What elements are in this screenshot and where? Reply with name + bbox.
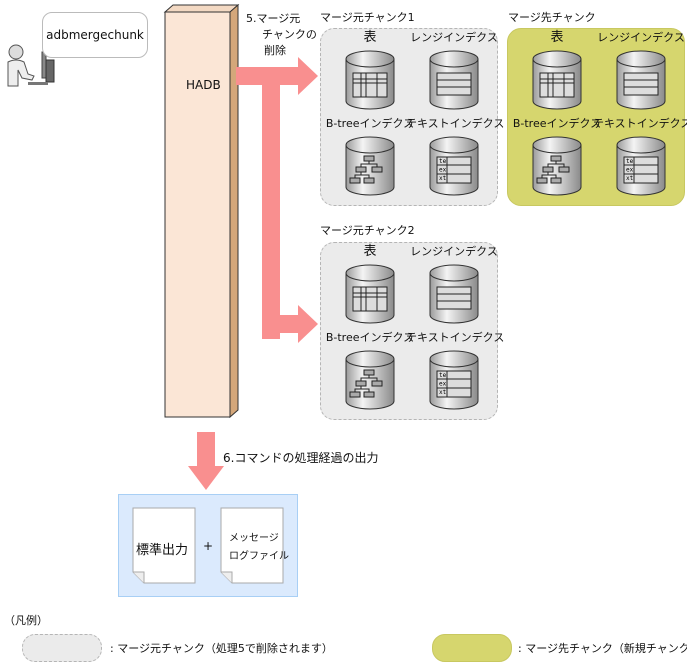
source-chunk-1-title: マージ元チャンク1 — [320, 11, 415, 24]
step5-line3: 削除 — [264, 44, 286, 57]
table-cylinder-icon — [345, 50, 395, 110]
step5-line2: チャンクの — [262, 28, 317, 41]
text-index-cell: ex — [626, 167, 634, 174]
text-index-cell: xt — [626, 175, 634, 182]
range-index-label: レンジインデクス — [410, 31, 498, 44]
text-index-cell: xt — [439, 175, 447, 182]
arrow-shaft-bottom — [262, 315, 300, 333]
hadb-block — [163, 4, 240, 419]
table-label: 表 — [550, 30, 564, 45]
btree-index-cylinder-icon — [345, 350, 395, 410]
btree-index-cylinder-icon — [532, 136, 582, 196]
table-label: 表 — [363, 30, 377, 45]
delete-arrows — [236, 57, 318, 343]
table-cylinder-icon — [532, 50, 582, 110]
output-box: 標準出力 + メッセージ ログファイル — [118, 494, 298, 597]
arrow-head-top — [298, 57, 318, 95]
dest-chunk-title: マージ先チャンク — [508, 11, 596, 24]
range-index-label: レンジインデクス — [597, 31, 685, 44]
arrow-shaft-vertical — [262, 67, 280, 339]
step5-line1: 5.マージ元 — [246, 12, 301, 25]
message-log-file-icon — [220, 507, 284, 584]
plus-sign: + — [203, 539, 214, 553]
text-index-cell: ex — [439, 167, 447, 174]
legend-title: （凡例） — [4, 614, 48, 627]
range-index-label: レンジインデクス — [410, 245, 498, 258]
text-index-label: テキストインデクス — [406, 331, 505, 344]
output-arrow — [188, 432, 224, 490]
range-index-cylinder-icon — [429, 264, 479, 324]
stdout-document-icon — [132, 507, 196, 584]
text-index-cell: xt — [439, 389, 447, 396]
legend-dest-swatch — [432, 634, 512, 662]
range-index-cylinder-icon — [616, 50, 666, 110]
btree-index-label: B-treeインデクス — [325, 331, 415, 344]
text-index-cell: ex — [439, 381, 447, 388]
source-chunk-2-title: マージ元チャンク2 — [320, 224, 415, 237]
text-index-cell: te — [439, 158, 447, 165]
arrow-head-bottom — [298, 305, 318, 343]
range-index-cylinder-icon — [429, 50, 479, 110]
btree-index-label: B-treeインデクス — [512, 117, 602, 130]
command-bubble: adbmergechunk — [42, 12, 148, 58]
text-index-cell: te — [626, 158, 634, 165]
text-index-label: テキストインデクス — [406, 117, 505, 130]
log-label-line1: メッセージ — [229, 533, 279, 544]
step6-label: 6.コマンドの処理経過の出力 — [223, 451, 379, 465]
stdout-label: 標準出力 — [136, 543, 189, 558]
table-label: 表 — [363, 244, 377, 259]
legend-source-swatch — [22, 634, 102, 662]
hadb-label: HADB — [186, 78, 221, 92]
text-index-cell: te — [439, 372, 447, 379]
btree-index-cylinder-icon — [345, 136, 395, 196]
btree-index-label: B-treeインデクス — [325, 117, 415, 130]
legend-dest-label: : マージ先チャンク（新規チャンク） — [518, 642, 687, 655]
legend-source-label: : マージ元チャンク（処理5で削除されます） — [110, 642, 333, 655]
user-at-computer-icon — [7, 44, 55, 87]
text-index-label: テキストインデクス — [593, 117, 687, 130]
table-cylinder-icon — [345, 264, 395, 324]
log-label-line2: ログファイル — [229, 551, 289, 562]
